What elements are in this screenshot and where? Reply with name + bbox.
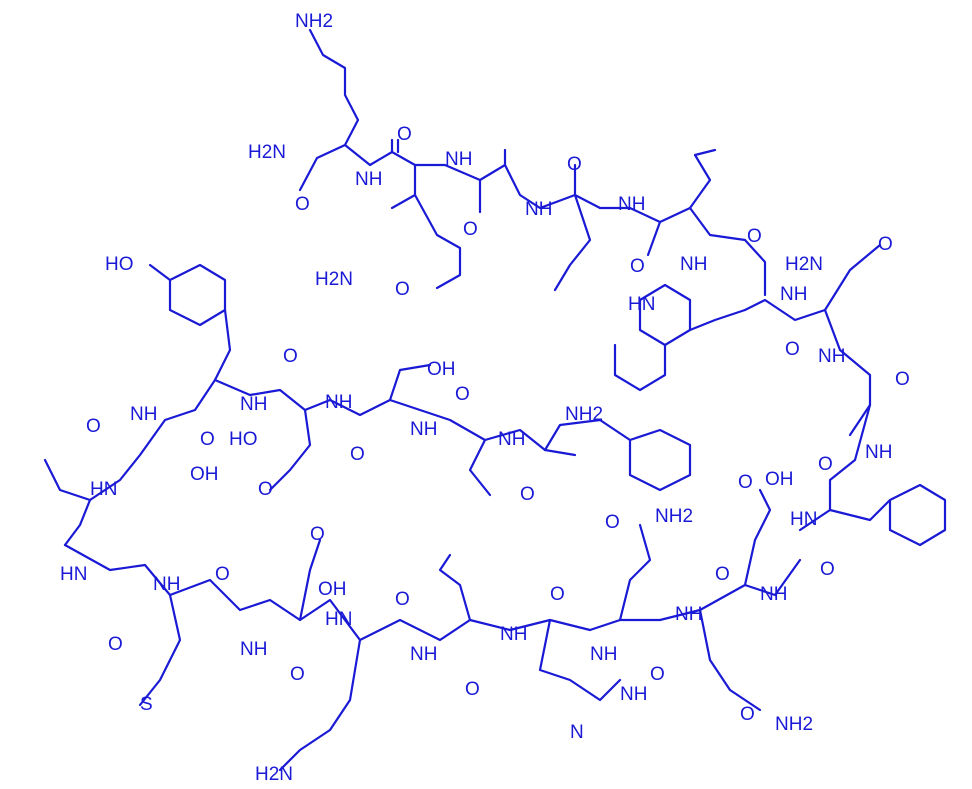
label-nh-ile3: NH bbox=[410, 644, 437, 665]
label-nh2-phe1: NH2 bbox=[565, 404, 603, 425]
label-ho-asp1: HO bbox=[229, 429, 258, 450]
bonds-top-segment bbox=[298, 28, 767, 297]
label-nh-met: NH bbox=[153, 574, 180, 595]
label-nh-2: NH bbox=[445, 149, 472, 170]
label-h2n-asn: H2N bbox=[785, 254, 823, 275]
label-o-asn-bb: O bbox=[785, 339, 800, 360]
bonds-left-segment bbox=[43, 263, 692, 547]
label-o-ser2: O bbox=[350, 444, 365, 465]
label-hn-indole: HN bbox=[628, 294, 655, 315]
label-ho-tyr: HO bbox=[105, 254, 134, 275]
label-o-c6: O bbox=[747, 226, 762, 247]
label-oh-ser1: OH bbox=[190, 464, 219, 485]
label-o-aspr: O bbox=[738, 472, 753, 493]
atom-labels: NH2 H2N O NH O NH H2N O O NH O NH O O NH… bbox=[60, 11, 910, 785]
bonds-trp-indole bbox=[613, 283, 747, 392]
label-o-tyr: O bbox=[200, 429, 215, 450]
label-n-his-ring: N bbox=[570, 722, 584, 743]
label-nh-ile1: NH bbox=[410, 419, 437, 440]
label-o-asp1c: O bbox=[258, 479, 273, 500]
label-nh-ser2: NH bbox=[325, 392, 352, 413]
label-o-val: O bbox=[895, 369, 910, 390]
label-o-aspr2: O bbox=[820, 559, 835, 580]
label-o-asp2b: O bbox=[290, 664, 305, 685]
label-o-ser: O bbox=[86, 416, 101, 437]
bonds-right-segment bbox=[743, 243, 947, 547]
label-nh-tyr: NH bbox=[130, 404, 157, 425]
label-h2n-cterm: H2N bbox=[248, 142, 286, 163]
label-nh-gln2: NH bbox=[590, 644, 617, 665]
label-o-asp2: O bbox=[310, 524, 325, 545]
label-nh-asp1: NH bbox=[240, 394, 267, 415]
label-o-gln3-side: O bbox=[740, 704, 755, 725]
label-hn-ser: HN bbox=[90, 479, 117, 500]
label-nh-3: NH bbox=[525, 199, 552, 220]
label-nh-aspr: NH bbox=[760, 584, 787, 605]
label-o-lys: O bbox=[395, 589, 410, 610]
label-nh-asn-bb: NH bbox=[780, 284, 807, 305]
label-o-gln: O bbox=[395, 279, 410, 300]
label-o-c5: O bbox=[630, 256, 645, 277]
label-o-c3: O bbox=[463, 219, 478, 240]
label-o-c1: O bbox=[295, 194, 310, 215]
label-nh-phe2: NH bbox=[865, 442, 892, 463]
label-o-asp1a: O bbox=[283, 346, 298, 367]
label-oh-asp2: OH bbox=[318, 579, 347, 600]
label-o-gln2b: O bbox=[650, 664, 665, 685]
label-o-glnr: O bbox=[605, 512, 620, 533]
label-nh2-glnr: NH2 bbox=[655, 506, 693, 527]
label-o-met: O bbox=[215, 564, 230, 585]
label-nh-gln3: NH bbox=[675, 604, 702, 625]
label-o-ile3: O bbox=[465, 679, 480, 700]
label-s-met: S bbox=[140, 694, 153, 715]
label-nh-5: NH bbox=[680, 254, 707, 275]
label-h2n-lys-bottom: H2N bbox=[255, 764, 293, 785]
label-o-ala: O bbox=[108, 634, 123, 655]
label-nh-his-ring: NH bbox=[620, 684, 647, 705]
label-o-asn: O bbox=[878, 234, 893, 255]
label-oh-aspr: OH bbox=[765, 469, 794, 490]
label-o-his: O bbox=[550, 584, 565, 605]
label-nh-his: NH bbox=[500, 624, 527, 645]
label-hn-phe2: HN bbox=[790, 509, 817, 530]
label-hn-ala: HN bbox=[60, 564, 87, 585]
label-oh-ser2: OH bbox=[427, 359, 456, 380]
label-nh-4: NH bbox=[618, 194, 645, 215]
label-nh-phe1: NH bbox=[498, 429, 525, 450]
label-nh2-top: NH2 bbox=[295, 11, 333, 32]
label-hn-lys: HN bbox=[325, 609, 352, 630]
label-nh-val: NH bbox=[818, 346, 845, 367]
label-h2n-gln: H2N bbox=[315, 269, 353, 290]
label-o-c2: O bbox=[397, 124, 412, 145]
label-o-phe2: O bbox=[818, 454, 833, 475]
label-nh-1: NH bbox=[355, 169, 382, 190]
label-o-gln3: O bbox=[715, 564, 730, 585]
label-o-c4: O bbox=[567, 154, 582, 175]
label-nh-asp2: NH bbox=[240, 639, 267, 660]
label-o-phe1: O bbox=[520, 484, 535, 505]
bonds-bottom-segment bbox=[63, 488, 802, 772]
label-o-ile1: O bbox=[455, 384, 470, 405]
label-nh2-gln3: NH2 bbox=[775, 714, 813, 735]
